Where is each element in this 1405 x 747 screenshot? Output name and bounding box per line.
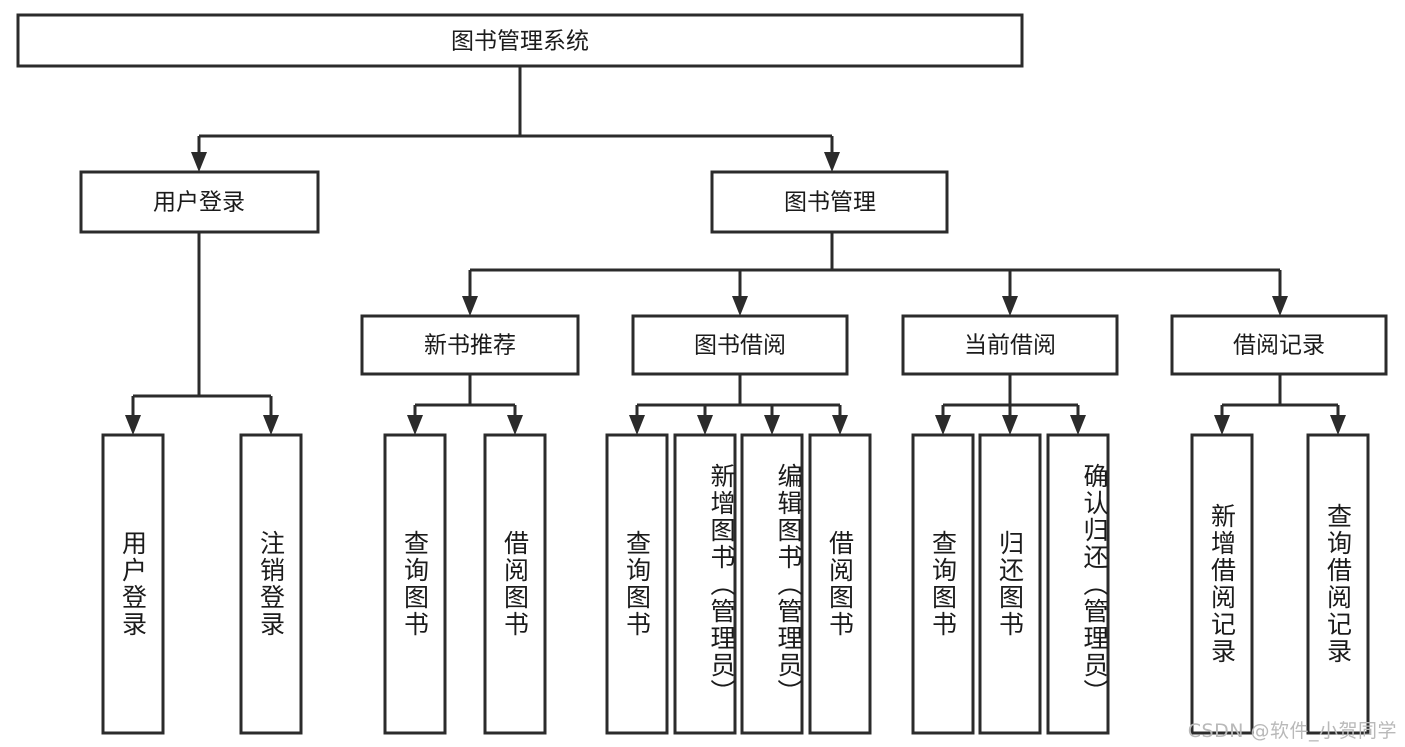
arrow-to-leaf-query-record [1330, 415, 1346, 435]
arrow-to-book-manage [824, 152, 840, 172]
node-new-book-recommend[interactable] [360, 314, 580, 376]
node-leaf-add-book[interactable] [673, 433, 737, 735]
node-leaf-borrow-book-1[interactable] [483, 433, 547, 735]
node-new-book-recommend-label: 新书推荐 [424, 333, 516, 359]
arrow-to-leaf-borrow-book-1 [507, 415, 523, 435]
node-leaf-return-book[interactable] [978, 433, 1042, 735]
csdn-watermark: CSDN @软件_小贺同学 [1187, 720, 1397, 742]
arrow-to-leaf-query-book-2 [629, 415, 645, 435]
connector-new-book-recommend-to-leaves [407, 374, 523, 435]
arrow-to-borrow-record [1272, 296, 1288, 316]
arrow-to-book-borrow [732, 296, 748, 316]
node-user-login[interactable] [79, 170, 320, 234]
node-borrow-record[interactable] [1170, 314, 1388, 376]
arrow-to-leaf-add-book [697, 415, 713, 435]
node-book-manage-label: 图书管理 [784, 190, 876, 216]
node-leaf-query-book-1[interactable] [383, 433, 447, 735]
connector-user-login-to-leaves [125, 232, 279, 435]
node-leaf-confirm-return[interactable] [1046, 433, 1110, 735]
node-leaf-query-record[interactable] [1306, 433, 1370, 735]
node-leaf-add-record[interactable] [1190, 433, 1254, 735]
node-user-login-label: 用户登录 [153, 190, 245, 216]
arrow-to-leaf-user-logout [263, 415, 279, 435]
node-leaf-user-login[interactable] [101, 433, 165, 735]
arrow-to-leaf-query-book-1 [407, 415, 423, 435]
node-leaf-query-book-2[interactable] [605, 433, 669, 735]
connector-root-to-level2 [191, 66, 840, 172]
node-root-label: 图书管理系统 [451, 29, 589, 55]
connector-current-borrow-to-leaves [935, 374, 1086, 435]
connector-book-manage-to-level3 [462, 232, 1288, 316]
arrow-to-leaf-user-login [125, 415, 141, 435]
connector-borrow-record-to-leaves [1214, 374, 1346, 435]
node-book-borrow-label: 图书借阅 [694, 333, 786, 359]
node-current-borrow-label: 当前借阅 [964, 333, 1056, 359]
node-leaf-edit-book[interactable] [740, 433, 804, 735]
arrow-to-user-login [191, 152, 207, 172]
node-current-borrow[interactable] [901, 314, 1119, 376]
arrow-to-leaf-query-book-3 [935, 415, 951, 435]
node-leaf-user-logout[interactable] [239, 433, 303, 735]
arrow-to-current-borrow [1002, 296, 1018, 316]
node-leaf-borrow-book-2[interactable] [808, 433, 872, 735]
node-borrow-record-label: 借阅记录 [1233, 333, 1325, 359]
node-book-manage[interactable] [710, 170, 949, 234]
connector-book-borrow-to-leaves [629, 374, 848, 435]
arrow-to-leaf-return-book [1002, 415, 1018, 435]
node-book-borrow[interactable] [631, 314, 849, 376]
arrow-to-new-book-recommend [462, 296, 478, 316]
node-root[interactable] [16, 13, 1024, 68]
arrow-to-leaf-add-record [1214, 415, 1230, 435]
arrow-to-leaf-confirm-return [1070, 415, 1086, 435]
arrow-to-leaf-edit-book [764, 415, 780, 435]
arrow-to-leaf-borrow-book-2 [832, 415, 848, 435]
node-leaf-query-book-3[interactable] [911, 433, 975, 735]
